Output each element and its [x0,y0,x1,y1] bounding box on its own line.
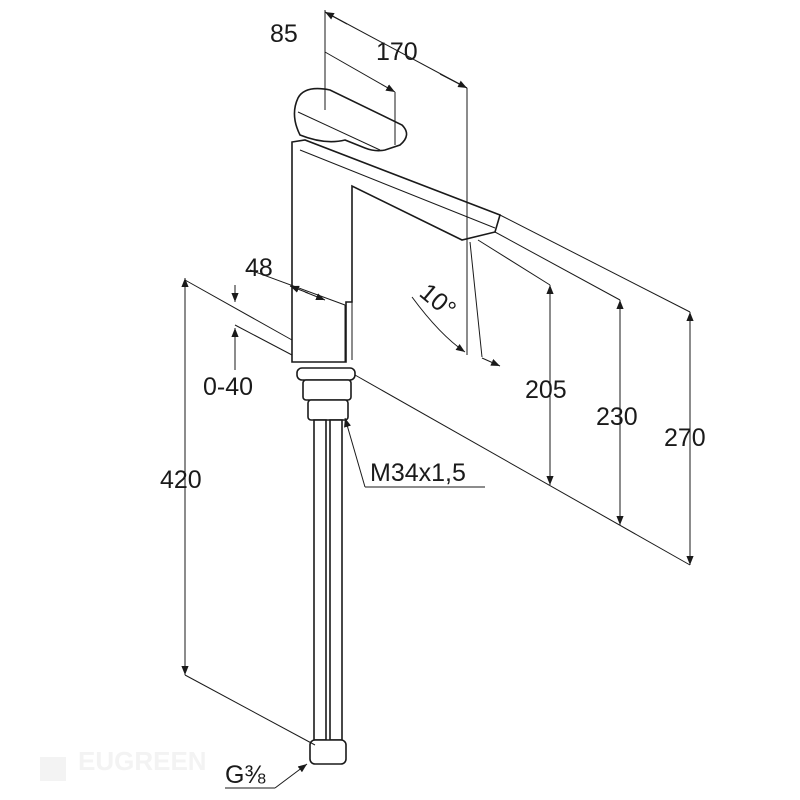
dimension-420-label: 420 [160,466,202,494]
faucet-body [291,139,501,363]
dimension-85-label: 85 [270,20,298,48]
angle-label: 10° [414,278,461,324]
dimension-205-label: 205 [525,376,567,404]
dimension-angle [411,241,501,367]
dimension-420 [181,278,316,746]
watermark: EUGREEN [78,746,207,776]
supply-hoses [309,419,347,765]
dimension-48 [249,269,346,362]
dimension-85-170 [324,10,468,242]
connection-leader [225,763,308,789]
watermark-logo-icon [40,757,66,781]
thread-leader [344,417,485,488]
dimension-270-label: 270 [664,424,706,452]
base-nut [296,367,356,421]
faucet-handle [293,87,408,152]
connection-label: G⅜ [225,761,265,789]
dimension-0-40-label: 0-40 [203,373,253,401]
thread-label: M34x1,5 [370,459,466,487]
dimension-170-label: 170 [376,38,418,66]
dimension-205-230-270 [354,214,694,566]
dimension-230-label: 230 [596,403,638,431]
dimension-0-40 [184,279,293,370]
dimension-48-label: 48 [245,254,273,282]
